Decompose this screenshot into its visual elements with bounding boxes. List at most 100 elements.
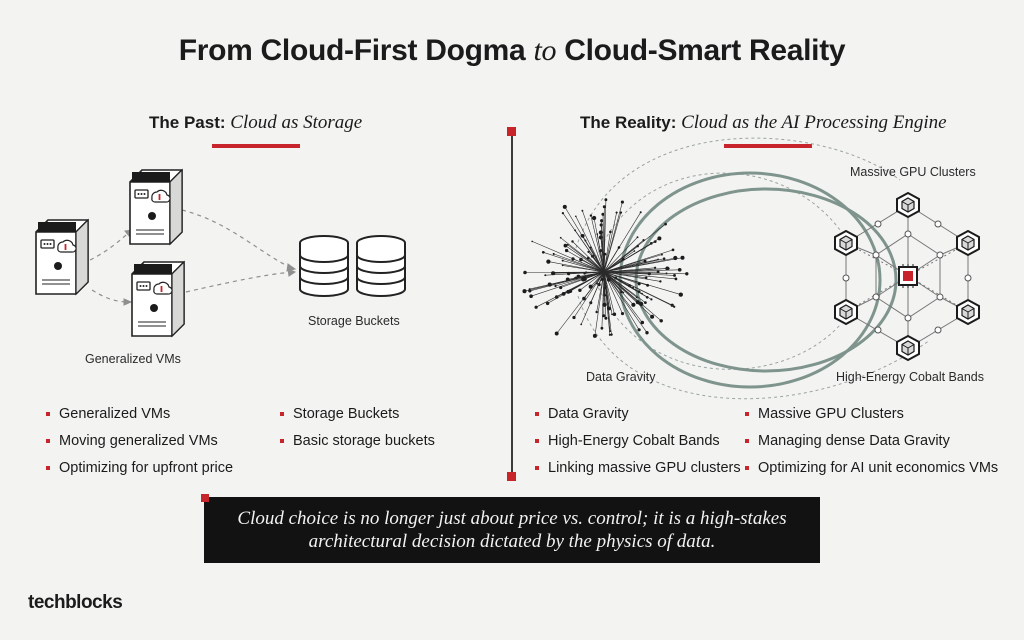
gravity-point [600,278,604,281]
gravity-ray [563,271,605,295]
gravity-point [580,234,585,238]
server-icon [131,261,185,337]
gravity-point [602,314,606,318]
list-item: Generalized VMs [46,405,233,432]
title-part2: Cloud-Smart Reality [564,34,846,67]
gravity-point [622,291,625,294]
gravity-point [673,273,676,277]
gravity-ray [603,271,622,293]
gravity-ray [590,215,605,273]
gravity-ray [565,245,605,273]
gpu-cube-icon [896,335,920,361]
gravity-point [602,205,606,209]
gravity-ray [560,237,605,273]
gravity-point [554,284,557,288]
list-item: Optimizing for AI unit economics VMs [745,459,998,486]
gravity-ray [582,235,605,273]
gravity-point [680,255,685,260]
gravity-ray [603,271,638,303]
gravity-point [603,294,607,297]
gravity-point [561,291,566,296]
gravity-point [572,315,576,320]
gravity-ray [603,212,617,273]
reality-heading-bold: The Reality: [580,113,677,132]
gravity-ray [562,260,605,273]
past-heading-italic: Cloud as Storage [230,112,363,133]
label-storage-buckets: Storage Buckets [308,314,400,328]
gravity-point [667,267,670,270]
gravity-point [644,301,647,304]
page-title: From Cloud-First Dogma to Cloud-Smart Re… [0,34,1024,68]
gravity-point [609,230,612,234]
gravity-point [581,209,584,212]
gravity-point [657,236,662,241]
gravity-point [602,302,607,307]
past-diagram [35,169,406,337]
gravity-ray [579,271,605,291]
gravity-ray [552,271,605,274]
list-item: Basic storage buckets [280,432,435,459]
gravity-ray [603,271,687,275]
gravity-ray [594,271,605,336]
gravity-ray [603,271,675,276]
database-icon [299,235,349,297]
gravity-point [604,198,608,202]
gravity-ray [603,212,622,273]
gravity-ray [582,210,605,273]
gravity-ray [603,231,611,273]
gravity-point [636,236,639,239]
list-item: High-Energy Cobalt Bands [535,432,741,459]
gravity-point [600,326,604,330]
gravity-ray [603,271,612,335]
gravity-ray [603,271,615,315]
label-data-gravity: Data Gravity [586,370,656,384]
gravity-ray [603,271,640,330]
gravity-point [637,282,641,286]
quote-callout: Cloud choice is no longer just about pri… [204,497,820,563]
gravity-ray [603,271,637,298]
gravity-point [659,280,662,283]
gravity-point [656,270,660,274]
gravity-point [603,252,607,256]
techblocks-logo: techblocks [28,592,123,613]
gravity-point [617,246,621,249]
cobalt-bands [618,171,898,389]
reality-heading: The Reality: Cloud as the AI Processing … [580,112,947,134]
gravity-ray [597,234,605,273]
gravity-point [637,328,641,332]
gravity-point [534,305,538,309]
gravity-point [611,313,613,316]
gravity-point [685,272,689,276]
list-item: Optimizing for upfront price [46,459,233,486]
gravity-point [589,214,593,217]
gravity-point [528,288,531,291]
gpu-cube-icon [896,192,920,218]
gravity-point [601,212,605,216]
past-heading-underline [212,144,300,148]
gravity-point [640,320,645,325]
divider-bottom-marker [507,472,516,481]
reality-bullets-col2: Massive GPU Clusters Managing dense Data… [745,405,998,486]
gravity-ray [572,241,605,273]
gravity-ray [603,271,610,309]
gravity-point [635,300,640,305]
gpu-cube-icon [834,230,858,256]
gravity-point [650,298,653,301]
title-part1: From Cloud-First Dogma [178,34,526,67]
gravity-ray [603,271,652,300]
gravity-ray [573,271,605,318]
gravity-point [531,240,534,243]
gravity-point [659,319,663,323]
label-generalized-vms: Generalized VMs [85,352,181,366]
gravity-point [639,211,642,214]
gravity-point [674,277,678,281]
gravity-point [610,333,613,336]
gravity-point [619,211,623,214]
gravity-point [578,288,582,293]
gravity-ray [601,220,605,273]
list-item: Managing dense Data Gravity [745,432,998,459]
gravity-point [587,250,590,254]
gravity-point [650,314,655,319]
list-item: Moving generalized VMs [46,432,233,459]
gravity-point [620,312,625,316]
